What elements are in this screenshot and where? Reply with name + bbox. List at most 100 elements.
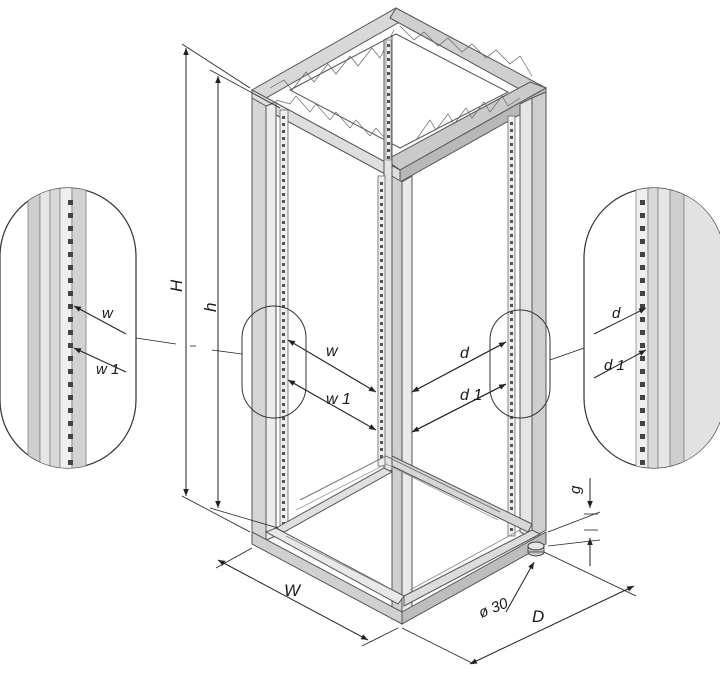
label-rail-width-1: w 1 bbox=[326, 391, 351, 408]
rail-hole bbox=[380, 280, 383, 283]
rail-hole bbox=[387, 156, 390, 159]
rail-hole bbox=[387, 58, 390, 61]
rail-hole bbox=[510, 360, 513, 363]
rail-hole bbox=[282, 165, 285, 168]
rail-hole bbox=[510, 143, 513, 146]
detail-hole bbox=[68, 382, 73, 387]
label-width: W bbox=[284, 581, 302, 600]
rail-hole bbox=[380, 350, 383, 353]
detail-hole bbox=[640, 317, 645, 322]
post-right-side bbox=[519, 97, 533, 539]
detail-hole bbox=[68, 460, 73, 465]
label-depth: D bbox=[532, 607, 544, 626]
rail-hole bbox=[380, 434, 383, 437]
rail-hole bbox=[282, 284, 285, 287]
rail-hole bbox=[282, 214, 285, 217]
rail-hole bbox=[380, 182, 383, 185]
rail-hole bbox=[510, 451, 513, 454]
detail-hole bbox=[68, 317, 73, 322]
dim-depth bbox=[469, 585, 635, 665]
rail-hole bbox=[282, 242, 285, 245]
rail-hole bbox=[387, 121, 390, 124]
rail-hole bbox=[387, 93, 390, 96]
detail-left bbox=[0, 187, 137, 469]
rail-hole bbox=[387, 51, 390, 54]
rail-hole bbox=[282, 249, 285, 252]
rail-hole bbox=[380, 273, 383, 276]
post-right bbox=[531, 91, 547, 539]
rail-hole bbox=[380, 378, 383, 381]
rail-hole bbox=[387, 44, 390, 47]
rail-hole bbox=[510, 234, 513, 237]
rail-hole bbox=[380, 329, 383, 332]
rail-hole bbox=[510, 213, 513, 216]
bottom-frame-back-right bbox=[391, 455, 533, 533]
detail-hole bbox=[640, 343, 645, 348]
detail-hole bbox=[68, 226, 73, 231]
detail-hole bbox=[68, 395, 73, 400]
detail-hole bbox=[68, 265, 73, 270]
rail-hole bbox=[282, 361, 285, 364]
rail-hole bbox=[510, 388, 513, 391]
rail-hole bbox=[282, 382, 285, 385]
rail-hole bbox=[380, 364, 383, 367]
rail-hole bbox=[510, 500, 513, 503]
rail-hole bbox=[282, 305, 285, 308]
detail-hole bbox=[68, 252, 73, 257]
detail-hole bbox=[68, 304, 73, 309]
detail-hole bbox=[68, 200, 73, 205]
rail-hole bbox=[282, 424, 285, 427]
rail-hole bbox=[510, 374, 513, 377]
rail-hole bbox=[380, 406, 383, 409]
rail-hole bbox=[387, 86, 390, 89]
rail-hole bbox=[282, 487, 285, 490]
rail-hole bbox=[282, 319, 285, 322]
rail-hole bbox=[510, 276, 513, 279]
rail-hole bbox=[282, 431, 285, 434]
rail-hole bbox=[282, 326, 285, 329]
bottom-frame-front-left bbox=[251, 531, 403, 625]
post-front-center-side bbox=[401, 175, 413, 623]
rail-hole bbox=[380, 259, 383, 262]
detail-hole bbox=[68, 356, 73, 361]
rail-hole bbox=[380, 315, 383, 318]
rail-hole bbox=[510, 227, 513, 230]
detail-hole bbox=[68, 421, 73, 426]
rail-hole bbox=[282, 130, 285, 133]
rail-hole bbox=[510, 150, 513, 153]
rail-hole bbox=[510, 346, 513, 349]
rail-hole bbox=[380, 203, 383, 206]
rail-hole bbox=[282, 193, 285, 196]
rail-hole bbox=[380, 224, 383, 227]
detail-hole bbox=[68, 330, 73, 335]
rail-hole bbox=[380, 217, 383, 220]
rail-hole bbox=[510, 444, 513, 447]
rail-hole bbox=[380, 189, 383, 192]
rail-hole bbox=[380, 448, 383, 451]
rail-hole bbox=[380, 413, 383, 416]
rail-hole bbox=[380, 266, 383, 269]
cabinet-frame bbox=[250, 7, 548, 625]
rail-hole bbox=[380, 231, 383, 234]
rail-hole bbox=[510, 367, 513, 370]
detail-hole bbox=[640, 421, 645, 426]
rail-hole bbox=[510, 283, 513, 286]
rail-hole bbox=[387, 114, 390, 117]
detail-hole bbox=[640, 447, 645, 452]
rail-hole bbox=[510, 290, 513, 293]
dim-width bbox=[217, 559, 369, 641]
detail-hole bbox=[68, 278, 73, 283]
detail-hole bbox=[640, 291, 645, 296]
label-rail-depth-1: d 1 bbox=[460, 387, 482, 404]
rail-hole bbox=[380, 399, 383, 402]
post-front-left-side bbox=[265, 101, 277, 541]
foot bbox=[527, 541, 545, 557]
rail-hole bbox=[380, 455, 383, 458]
detail-hole bbox=[68, 369, 73, 374]
rail-hole bbox=[510, 164, 513, 167]
rail-hole bbox=[387, 142, 390, 145]
rail-hole bbox=[510, 122, 513, 125]
rail-hole bbox=[510, 465, 513, 468]
rail-hole bbox=[387, 79, 390, 82]
rail-hole bbox=[282, 410, 285, 413]
